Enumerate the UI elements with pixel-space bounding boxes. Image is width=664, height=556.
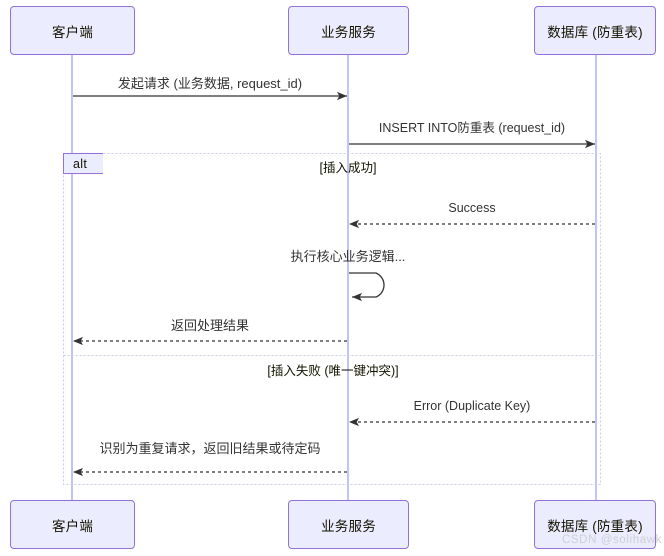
message-label-m7: 识别为重复请求，返回旧结果或待定码 — [99, 441, 321, 456]
alt-block-keyword-label: alt — [73, 156, 88, 171]
participant-label-database-bottom: 数据库 (防重表) — [547, 518, 643, 534]
participant-box-client-bottom[interactable]: 客户端 — [10, 500, 135, 549]
message-arrows — [73, 91, 595, 477]
alt-block-frame — [63, 153, 601, 485]
message-label-m1: 发起请求 (业务数据, request_id) — [117, 76, 303, 91]
participant-label-client-top: 客户端 — [51, 24, 94, 40]
alt-block-keyword-tab[interactable]: alt — [63, 153, 103, 174]
message-label-m2: INSERT INTO防重表 (request_id) — [378, 121, 566, 135]
participant-box-database-bottom[interactable]: 数据库 (防重表) — [534, 500, 656, 549]
participant-box-client-top[interactable]: 客户端 — [10, 6, 135, 55]
message-arrow-m4-selfloop — [349, 272, 385, 302]
participant-label-database-top: 数据库 (防重表) — [547, 24, 643, 40]
participant-label-service-bottom: 业务服务 — [321, 518, 376, 534]
message-label-m3: Success — [448, 201, 496, 215]
participant-label-service-top: 业务服务 — [321, 24, 376, 40]
message-label-m6: Error (Duplicate Key) — [413, 399, 531, 413]
csdn-watermark: CSDN @solihawk — [562, 534, 662, 546]
lifelines — [71, 55, 597, 500]
message-label-m4: 执行核心业务逻辑... — [290, 249, 406, 264]
participant-label-client-bottom: 客户端 — [51, 518, 94, 534]
participant-box-service-top[interactable]: 业务服务 — [288, 6, 409, 55]
alt-branch-condition-1: [插入成功] — [319, 161, 377, 175]
participant-box-database-top[interactable]: 数据库 (防重表) — [534, 6, 656, 55]
alt-branch-condition-2: [插入失败 (唯一键冲突)] — [267, 364, 399, 378]
participant-box-service-bottom[interactable]: 业务服务 — [288, 500, 409, 549]
message-label-m5: 返回处理结果 — [170, 318, 250, 333]
